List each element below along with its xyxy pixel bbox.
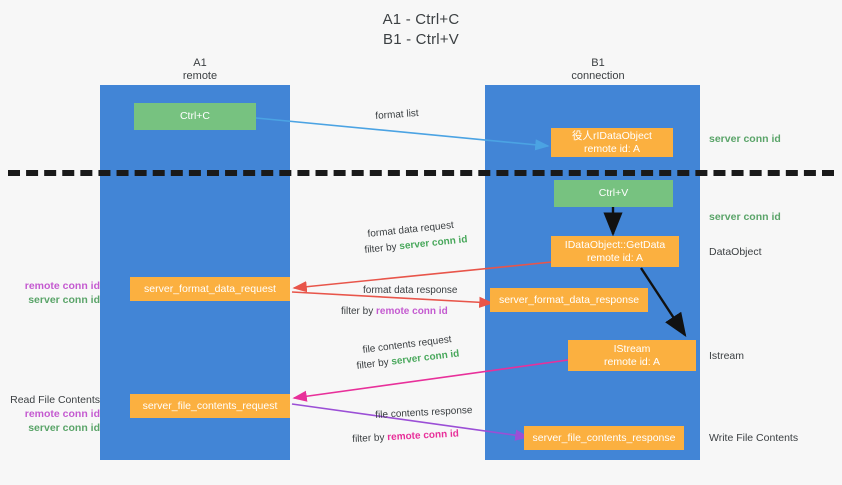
column-header-b1: B1 connection xyxy=(528,57,668,83)
box-server-format-data-response[interactable]: server_format_data_response xyxy=(490,288,648,312)
box-server-format-data-request-label: server_format_data_request xyxy=(144,282,276,295)
caption-fdreq-filter-pre: filter by xyxy=(364,241,400,256)
caption-fdresp-filter-pre: filter by xyxy=(341,306,377,317)
label-write-file-contents: Write File Contents xyxy=(709,432,799,444)
label-server-conn-id-mid: server conn id xyxy=(709,211,781,223)
box-istream-line2: remote id: A xyxy=(603,355,661,368)
caption-fcreq-filter-key: server conn id xyxy=(390,348,460,368)
box-idataobject-top-line1: 役人rIDataObject xyxy=(572,129,652,142)
label-data-object: DataObject xyxy=(709,246,762,258)
caption-format-data-response: format data response xyxy=(363,285,458,296)
column-header-a1-name: A1 xyxy=(193,57,207,69)
box-getdata-line1: IDataObject::GetData xyxy=(564,238,666,251)
label-conn-ids-upper: remote conn id server conn id xyxy=(8,279,100,307)
label-remote-conn-id-2: remote conn id xyxy=(24,408,100,420)
label-remote-conn-id-1: remote conn id xyxy=(24,280,100,292)
box-server-format-data-response-label: server_format_data_response xyxy=(498,293,640,306)
box-server-file-contents-request-label: server_file_contents_request xyxy=(142,399,278,412)
box-ctrl-c-label: Ctrl+C xyxy=(179,110,211,122)
box-ctrl-c[interactable]: Ctrl+C xyxy=(134,103,256,130)
column-header-b1-sub: connection xyxy=(571,70,625,82)
label-server-conn-id-2: server conn id xyxy=(28,422,100,434)
column-header-a1-sub: remote xyxy=(182,70,218,82)
box-server-format-data-request[interactable]: server_format_data_request xyxy=(130,277,290,301)
box-getdata-line2: remote id: A xyxy=(586,251,644,264)
column-header-a1: A1 remote xyxy=(130,57,270,83)
box-server-file-contents-response-label: server_file_contents_response xyxy=(532,431,676,444)
title-line-2: B1 - Ctrl+V xyxy=(383,31,459,48)
caption-format-data-response-filter: filter by remote conn id xyxy=(341,306,448,317)
box-idataobject-top[interactable]: 役人rIDataObject remote id: A xyxy=(551,128,673,157)
caption-format-list: format list xyxy=(375,107,420,122)
box-idataobject-getdata[interactable]: IDataObject::GetData remote id: A xyxy=(551,236,679,267)
box-istream-line1: IStream xyxy=(613,342,651,355)
caption-fcresp-filter-key: remote conn id xyxy=(386,428,460,444)
title-line-1: A1 - Ctrl+C xyxy=(382,11,460,28)
caption-file-contents-response: file contents response xyxy=(375,404,473,421)
box-ctrl-v-label: Ctrl+V xyxy=(598,187,629,199)
label-read-file-contents-group: Read File Contents remote conn id server… xyxy=(4,393,100,435)
box-server-file-contents-request[interactable]: server_file_contents_request xyxy=(130,394,290,418)
caption-fcresp-filter-pre: filter by xyxy=(352,432,388,445)
label-server-conn-id-1: server conn id xyxy=(28,294,100,306)
column-header-b1-name: B1 xyxy=(591,57,605,69)
caption-fdreq-filter-key: server conn id xyxy=(398,234,468,253)
caption-fcreq-filter-pre: filter by xyxy=(356,356,393,372)
box-istream[interactable]: IStream remote id: A xyxy=(568,340,696,371)
phase-divider xyxy=(8,170,834,176)
box-idataobject-top-line2: remote id: A xyxy=(583,142,641,155)
label-istream: Istream xyxy=(709,350,745,362)
label-read-file-contents: Read File Contents xyxy=(10,394,100,406)
caption-fdresp-filter-key: remote conn id xyxy=(376,306,448,317)
box-server-file-contents-response[interactable]: server_file_contents_response xyxy=(524,426,684,450)
caption-file-contents-response-filter: filter by remote conn id xyxy=(352,428,459,445)
label-server-conn-id-top: server conn id xyxy=(709,133,781,145)
box-ctrl-v[interactable]: Ctrl+V xyxy=(554,180,673,207)
